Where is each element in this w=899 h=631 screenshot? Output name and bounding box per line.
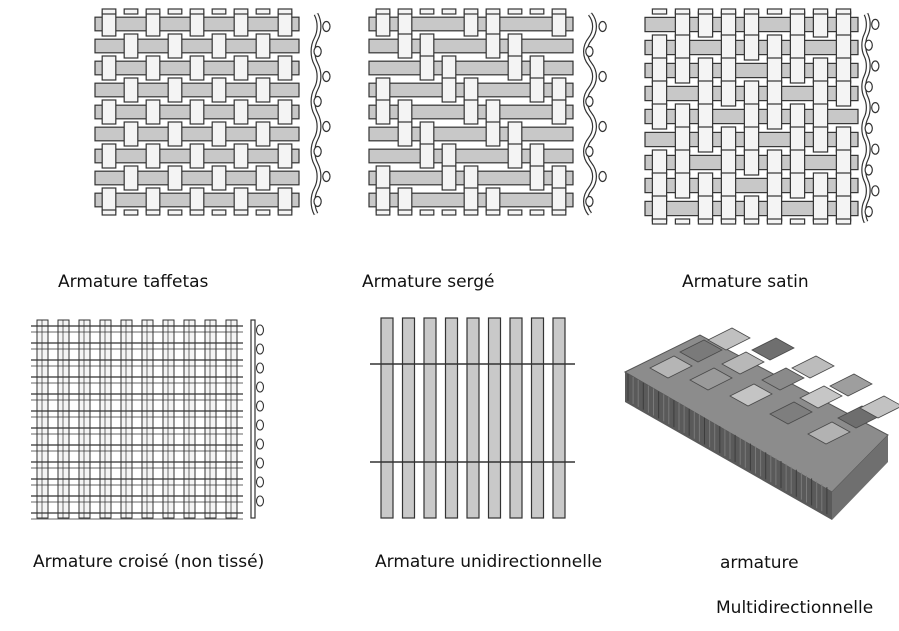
panel-taffetas-section: [310, 12, 331, 216]
caption-croise: Armature croisé (non tissé): [33, 552, 265, 572]
caption-multidirectionnelle-line1: armature: [720, 553, 799, 573]
panel-serge: [368, 8, 574, 216]
panel-satin: [644, 8, 859, 225]
panel-taffetas: [94, 8, 300, 216]
panel-croise: [31, 319, 265, 520]
panel-satin-section: [861, 12, 880, 224]
panel-serge-section: [583, 12, 607, 216]
panel-multidirectionnelle: [623, 327, 899, 520]
caption-multidirectionnelle-line2: Multidirectionnelle: [716, 598, 874, 618]
caption-taffetas: Armature taffetas: [58, 272, 209, 292]
caption-serge: Armature sergé: [362, 272, 495, 292]
caption-satin: Armature satin: [682, 272, 809, 292]
caption-unidirectionnelle: Armature unidirectionnelle: [375, 552, 603, 572]
panel-unidirectionnelle: [370, 317, 575, 519]
